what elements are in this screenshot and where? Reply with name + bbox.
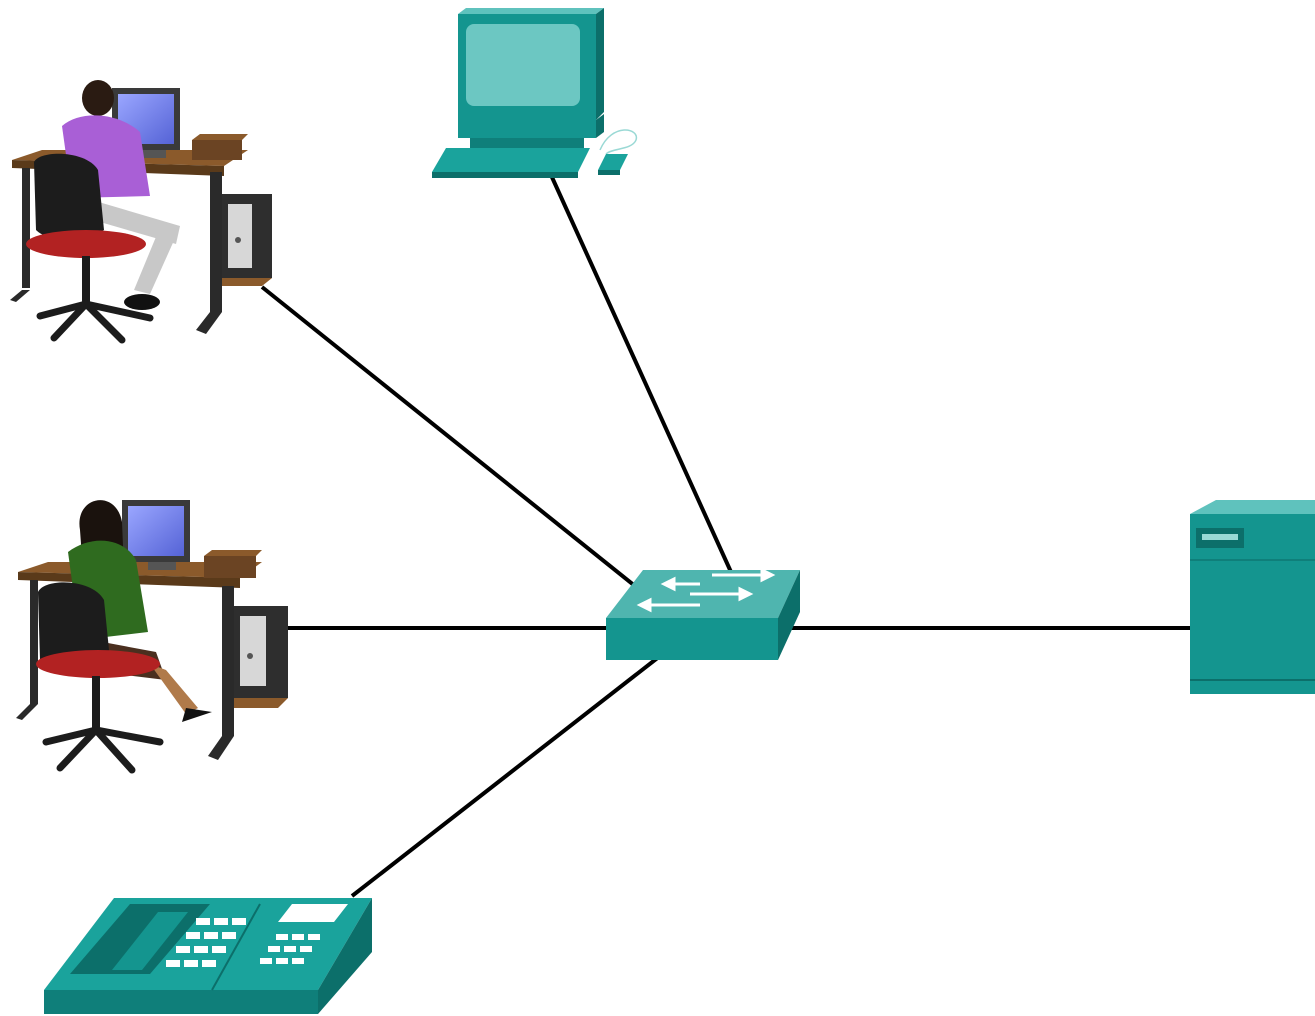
user-at-workstation-icon[interactable]: [10, 80, 272, 344]
pc-icon[interactable]: [432, 8, 637, 178]
link-ip-phone-switch: [350, 654, 662, 898]
link-user-1-switch: [260, 285, 642, 592]
switch-icon[interactable]: [606, 567, 800, 660]
link-pc-switch: [549, 174, 733, 573]
user-at-workstation-icon[interactable]: [16, 500, 288, 774]
links: [260, 174, 1192, 898]
server-icon[interactable]: [1190, 500, 1315, 694]
ip-phone-icon[interactable]: [44, 898, 372, 1014]
